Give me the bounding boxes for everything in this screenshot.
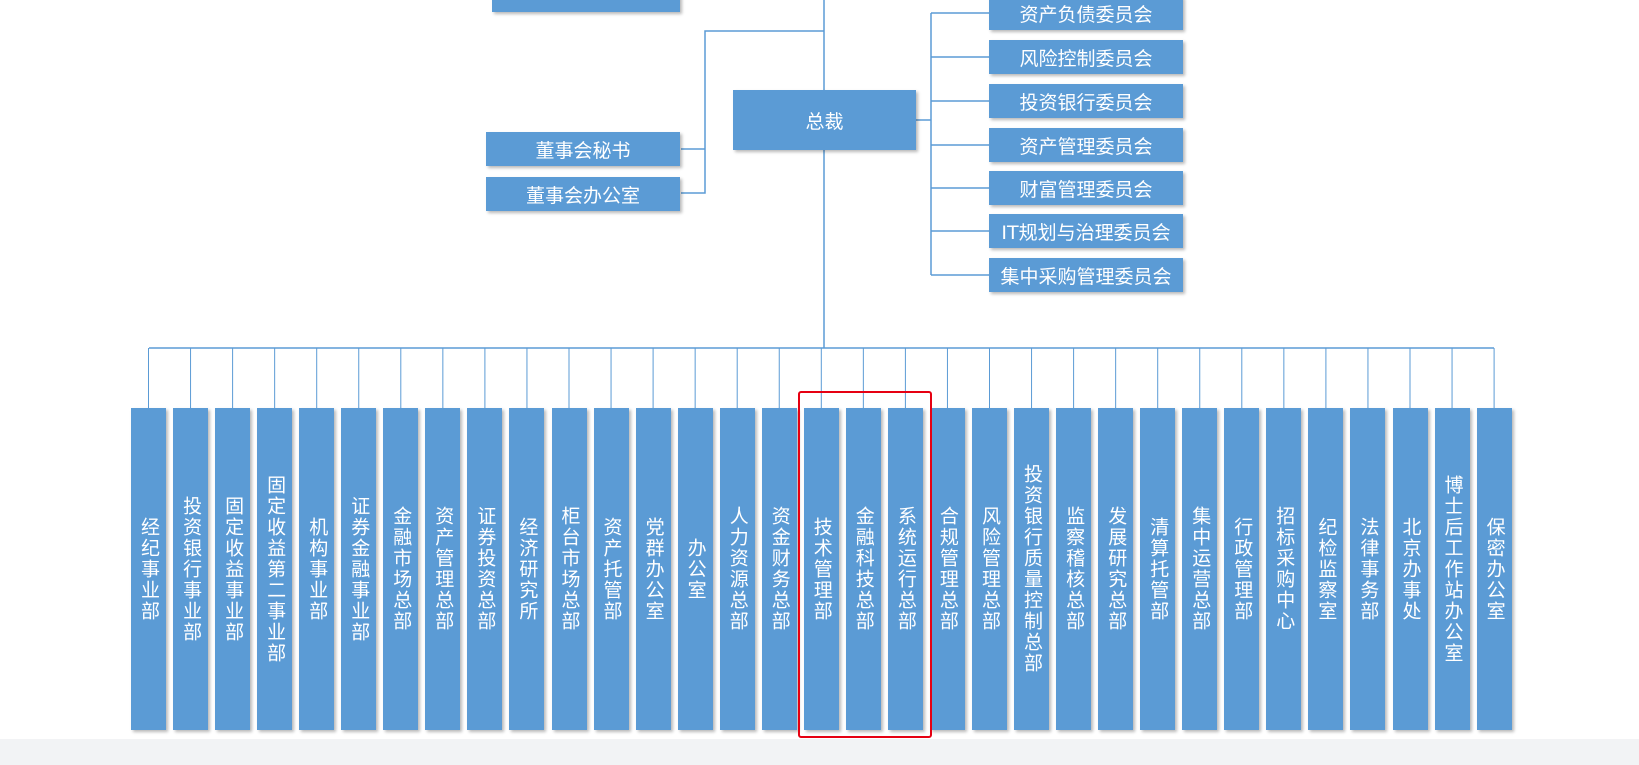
department-box: 党群办公室 <box>635 408 671 730</box>
committee-box: 资产负债委员会 <box>989 0 1183 30</box>
department-box: 资产托管部 <box>593 408 629 730</box>
department-box: 合规管理总部 <box>929 408 965 730</box>
department-label: 固定收益第二事业部 <box>264 474 287 664</box>
department-label: 办公室 <box>684 537 707 601</box>
department-box: 金融科技总部 <box>845 408 881 730</box>
department-label: 金融科技总部 <box>852 506 875 632</box>
department-box: 资金财务总部 <box>761 408 797 730</box>
department-label: 经纪事业部 <box>138 516 160 622</box>
department-box: 投资银行质量控制总部 <box>1014 408 1049 730</box>
department-box: 风险管理总部 <box>972 408 1007 730</box>
department-box: 人力资源总部 <box>719 408 755 730</box>
department-box: 纪检监察室 <box>1308 408 1344 730</box>
department-label: 资产管理总部 <box>432 506 455 632</box>
department-label: 监察稽核总部 <box>1063 506 1086 632</box>
department-box: 北京办事处 <box>1392 408 1428 730</box>
department-box: 行政管理部 <box>1224 408 1260 730</box>
department-box: 经济研究所 <box>509 408 545 730</box>
department-label: 行政管理部 <box>1231 516 1254 622</box>
top-partial-box <box>492 0 680 12</box>
footer-band <box>0 739 1639 765</box>
president-box: 总裁 <box>733 90 916 150</box>
board-secretary-box: 董事会秘书 <box>486 132 680 166</box>
department-label: 证券投资总部 <box>474 506 497 632</box>
department-box: 证券金融事业部 <box>341 408 377 730</box>
department-label: 资产托管部 <box>600 516 623 622</box>
department-box: 经纪事业部 <box>131 408 166 730</box>
department-label: 清算托管部 <box>1147 516 1170 622</box>
department-box: 集中运营总部 <box>1182 408 1218 730</box>
department-box: 监察稽核总部 <box>1056 408 1092 730</box>
department-label: 纪检监察室 <box>1315 516 1338 622</box>
department-label: 保密办公室 <box>1483 516 1506 622</box>
department-box: 办公室 <box>677 408 713 730</box>
department-label: 投资银行事业部 <box>180 495 203 643</box>
committee-box: 投资银行委员会 <box>989 84 1183 118</box>
department-box: 系统运行总部 <box>887 408 923 730</box>
board-office-box: 董事会办公室 <box>486 177 680 211</box>
department-box: 保密办公室 <box>1476 408 1512 730</box>
department-label: 集中运营总部 <box>1189 506 1212 632</box>
department-box: 法律事务部 <box>1350 408 1386 730</box>
department-box: 资产管理总部 <box>425 408 461 730</box>
department-label: 技术管理部 <box>810 516 833 622</box>
department-label: 投资银行质量控制总部 <box>1021 464 1043 674</box>
department-box: 招标采购中心 <box>1266 408 1302 730</box>
department-label: 北京办事处 <box>1399 516 1422 622</box>
department-label: 金融市场总部 <box>390 506 413 632</box>
department-label: 发展研究总部 <box>1105 506 1128 632</box>
department-label: 固定收益事业部 <box>222 495 245 643</box>
department-label: 合规管理总部 <box>936 506 959 632</box>
committee-box: 资产管理委员会 <box>989 128 1183 162</box>
committee-box: 财富管理委员会 <box>989 171 1183 205</box>
department-box: 机构事业部 <box>299 408 335 730</box>
committee-box: 集中采购管理委员会 <box>989 258 1183 292</box>
department-label: 经济研究所 <box>516 516 539 622</box>
department-label: 系统运行总部 <box>894 506 917 632</box>
department-box: 证券投资总部 <box>467 408 503 730</box>
committee-box: IT规划与治理委员会 <box>989 214 1183 248</box>
department-box: 固定收益事业部 <box>215 408 251 730</box>
department-label: 博士后工作站办公室 <box>1441 474 1464 664</box>
department-label: 证券金融事业部 <box>348 495 371 643</box>
department-box: 金融市场总部 <box>383 408 419 730</box>
department-label: 机构事业部 <box>306 516 329 622</box>
department-box: 投资银行事业部 <box>173 408 209 730</box>
department-label: 招标采购中心 <box>1273 506 1296 632</box>
department-label: 法律事务部 <box>1357 516 1380 622</box>
department-box: 清算托管部 <box>1140 408 1176 730</box>
department-label: 风险管理总部 <box>979 506 1001 632</box>
highlight-frame <box>798 391 932 738</box>
department-box: 柜台市场总部 <box>551 408 587 730</box>
department-box: 发展研究总部 <box>1098 408 1134 730</box>
department-box: 博士后工作站办公室 <box>1434 408 1470 730</box>
committee-box: 风险控制委员会 <box>989 40 1183 74</box>
department-label: 党群办公室 <box>642 516 665 622</box>
department-box: 技术管理部 <box>803 408 839 730</box>
department-label: 资金财务总部 <box>768 506 791 632</box>
department-label: 人力资源总部 <box>726 506 749 632</box>
department-label: 柜台市场总部 <box>558 506 581 632</box>
department-box: 固定收益第二事业部 <box>257 408 293 730</box>
